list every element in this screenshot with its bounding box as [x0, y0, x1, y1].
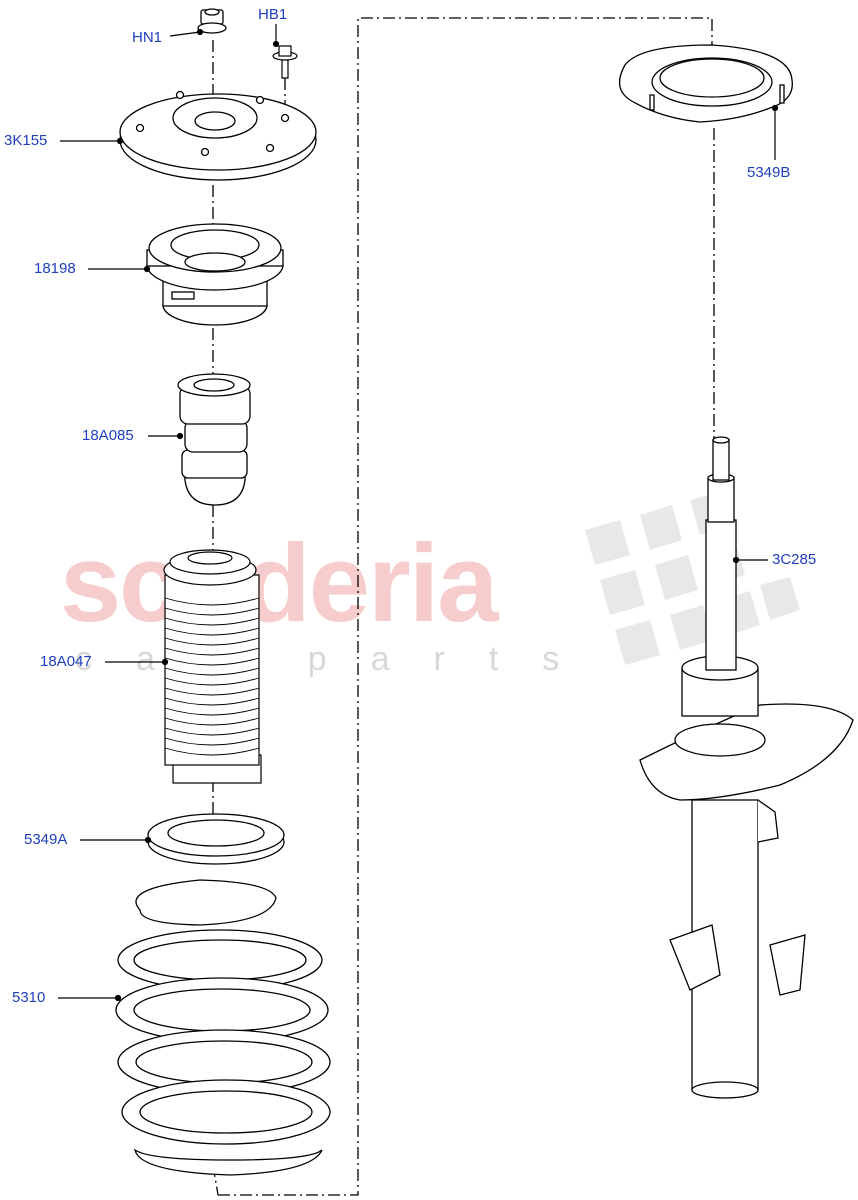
top-mount-plate: [119, 90, 317, 181]
hn1-flange-nut: [197, 8, 227, 34]
label-hn1: HN1: [132, 29, 163, 46]
top-mount-bearing: [146, 223, 284, 326]
coil-spring: [115, 879, 331, 1176]
hb1-bolt: [272, 45, 298, 79]
dust-boot: [163, 549, 262, 784]
label-5349a: 5349A: [24, 831, 68, 848]
label-3c285: 3C285: [772, 551, 817, 568]
strut-assembly: [639, 436, 854, 1099]
watermark-sub: car parts: [75, 640, 604, 678]
watermark-brand: scuderia: [60, 522, 498, 645]
upper-spring-seat: [618, 44, 793, 123]
label-18a047: 18A047: [40, 653, 92, 670]
leader-lines: [58, 24, 779, 1002]
watermark-flag: [585, 492, 800, 665]
label-5349b: 5349B: [747, 164, 791, 181]
lower-spring-insulator: [147, 813, 285, 865]
label-18198: 18198: [34, 260, 76, 277]
bump-stop: [177, 373, 251, 506]
label-18a085: 18A085: [82, 427, 134, 444]
label-hb1: HB1: [258, 6, 288, 23]
label-3k155: 3K155: [4, 132, 48, 149]
label-5310: 5310: [12, 989, 46, 1006]
